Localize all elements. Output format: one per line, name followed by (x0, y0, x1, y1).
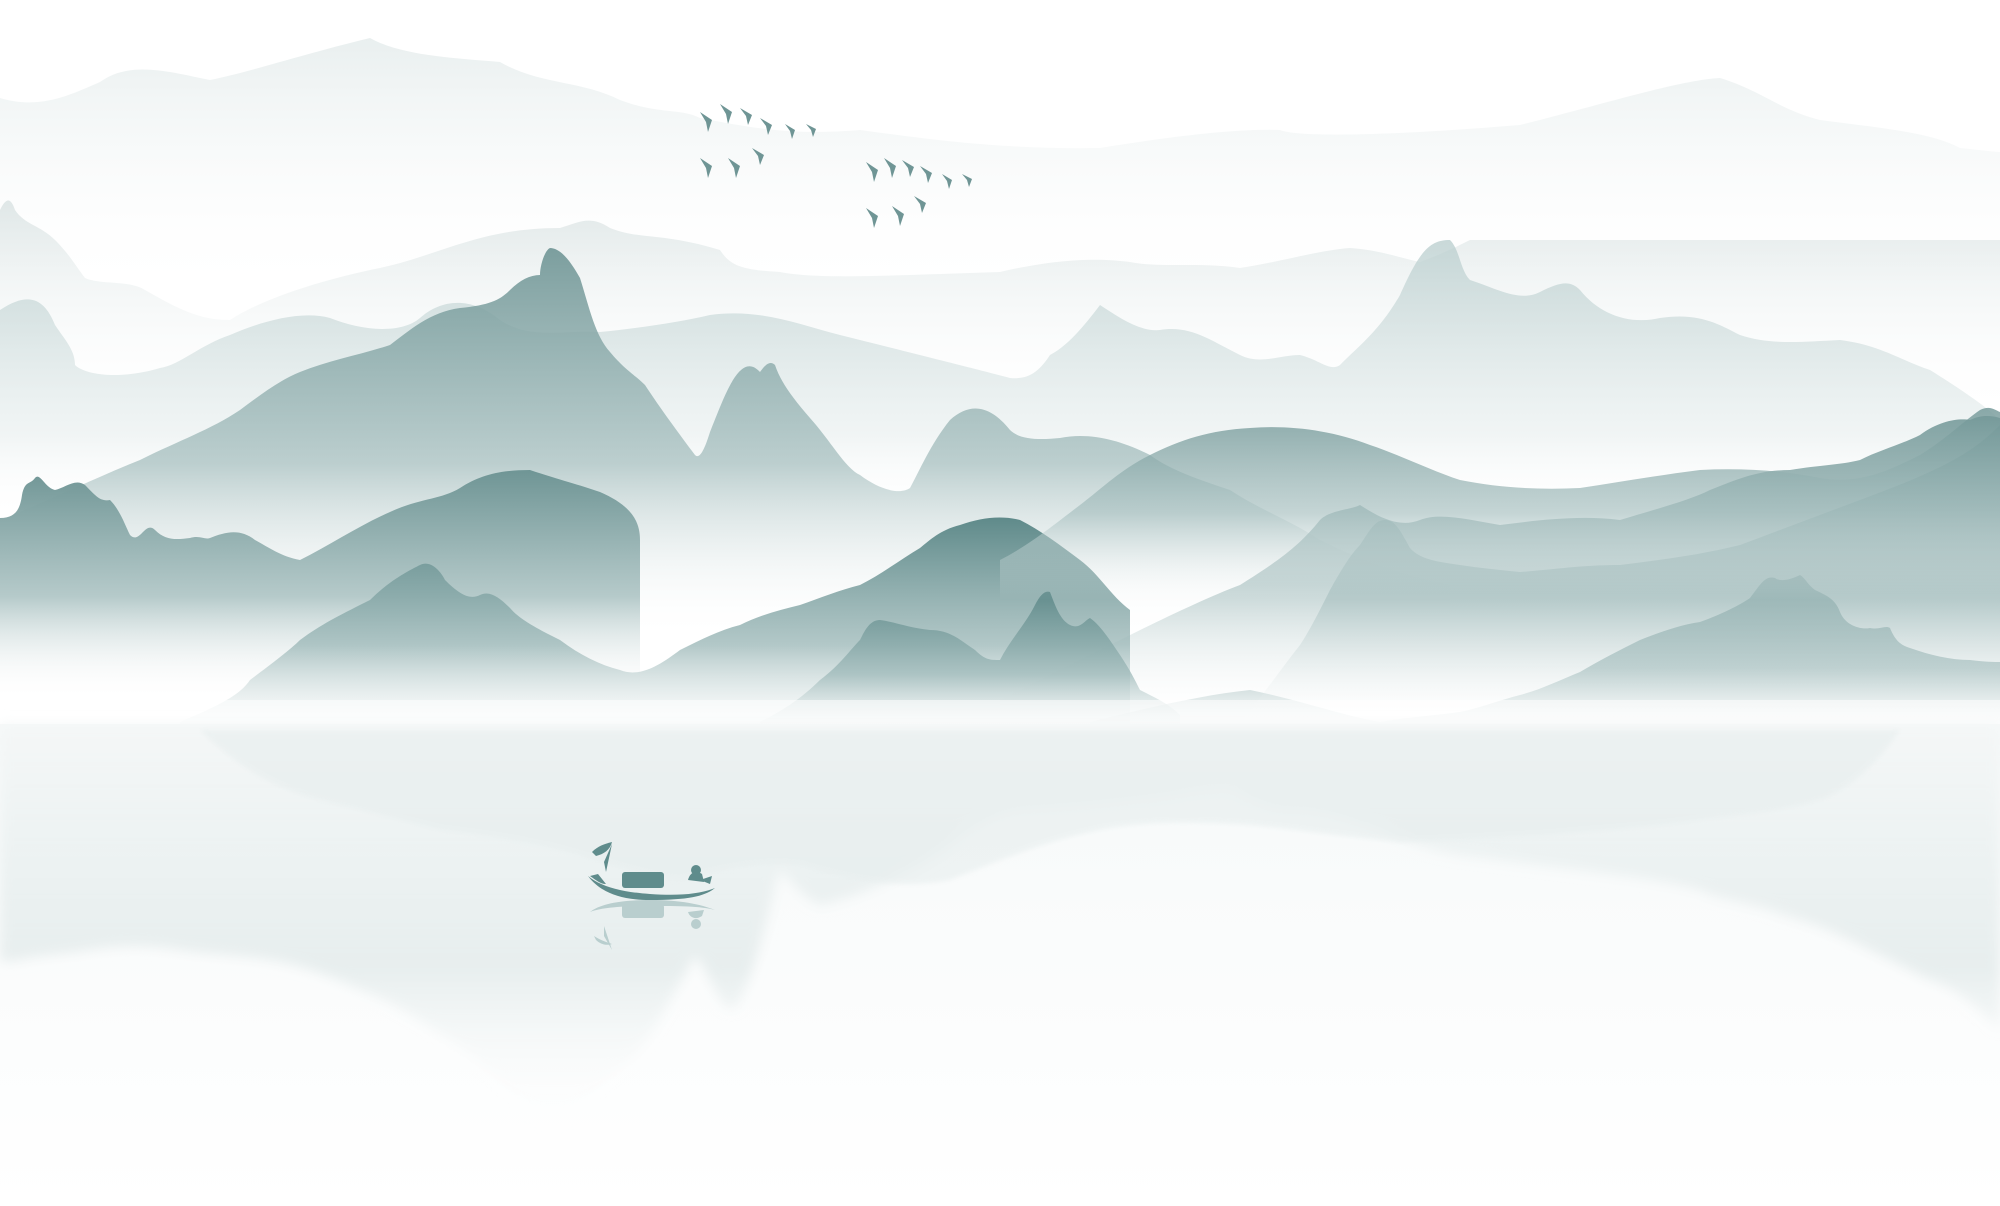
mid-ridge-right-back (1000, 407, 2000, 600)
birds-flock-lower (866, 158, 972, 228)
birds-flock-upper (700, 104, 816, 178)
shore-peaks-center (760, 591, 1180, 730)
boat-reflection (590, 900, 715, 950)
mountain-reflection-soft (200, 730, 1900, 885)
boat (588, 842, 715, 900)
